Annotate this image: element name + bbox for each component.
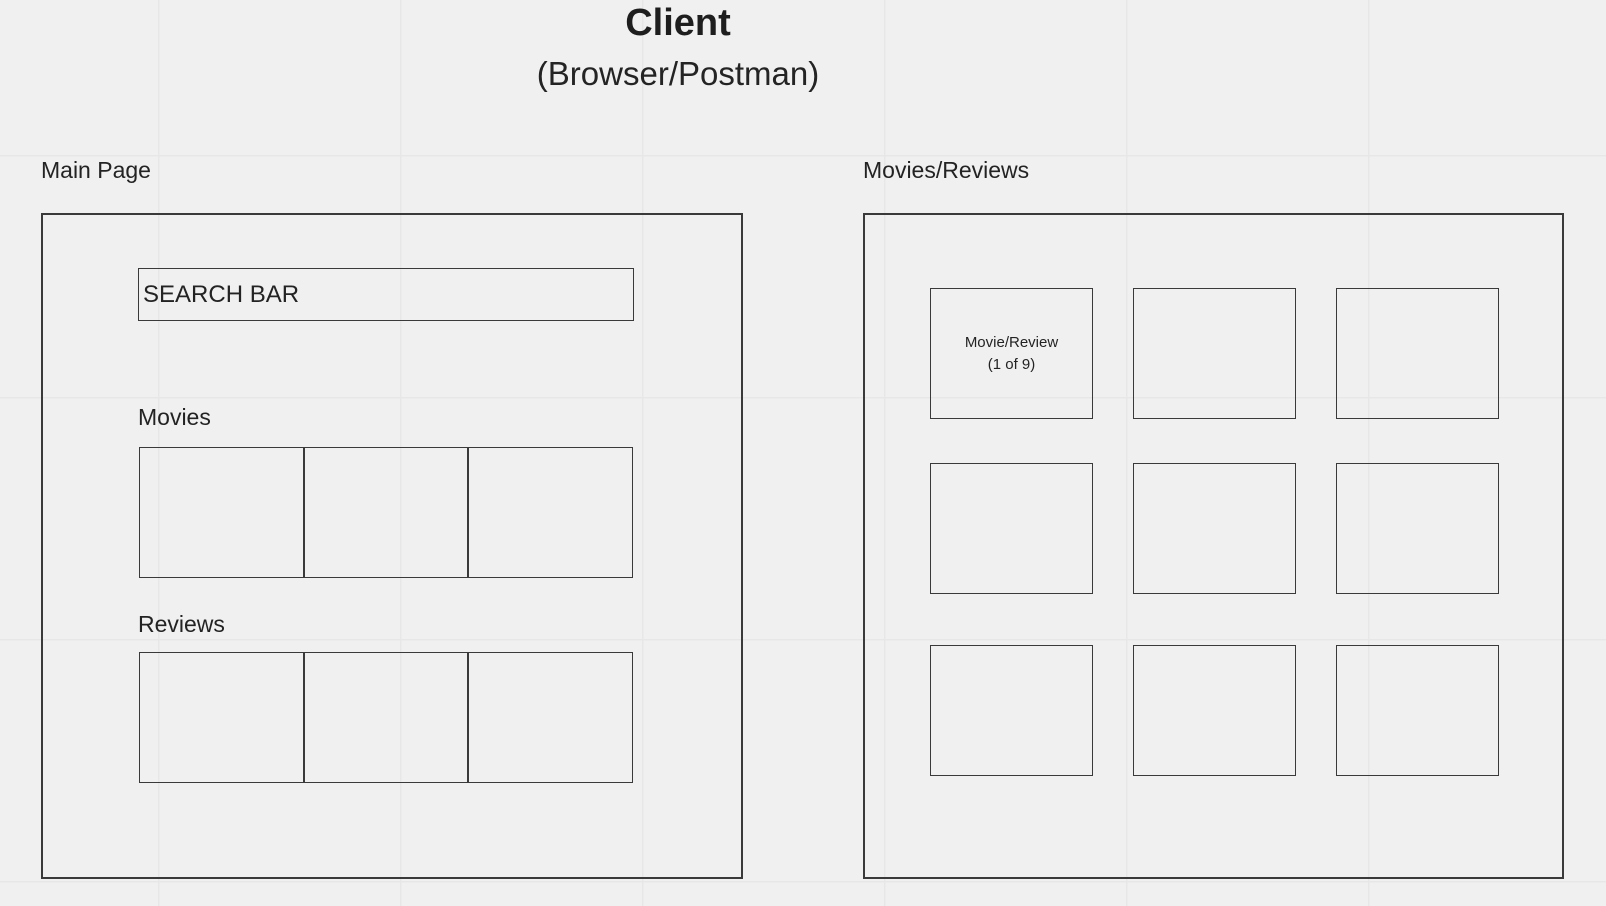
client-subtitle[interactable]: (Browser/Postman) <box>536 55 820 92</box>
movie-placeholder-box[interactable] <box>467 448 632 577</box>
reviews-label[interactable]: Reviews <box>138 611 225 637</box>
movie-placeholder-box[interactable] <box>302 448 468 577</box>
review-placeholder-box[interactable] <box>302 653 468 782</box>
movie-review-cell-5[interactable] <box>1133 463 1296 594</box>
reviews-row <box>139 652 633 783</box>
movie-review-cell-9[interactable] <box>1336 645 1499 776</box>
movie-review-cell-8[interactable] <box>1133 645 1296 776</box>
movie-review-cell-3[interactable] <box>1336 288 1499 419</box>
movie-review-cell-label-line2: (1 of 9) <box>987 355 1036 373</box>
movie-placeholder-box[interactable] <box>140 448 303 577</box>
main-page-panel[interactable] <box>41 213 743 879</box>
movie-review-cell-7[interactable] <box>930 645 1093 776</box>
movie-review-cell-1[interactable]: Movie/Review (1 of 9) <box>930 288 1093 419</box>
search-bar-box[interactable]: SEARCH BAR <box>138 268 634 321</box>
review-placeholder-box[interactable] <box>467 653 632 782</box>
movie-review-cell-4[interactable] <box>930 463 1093 594</box>
movies-label[interactable]: Movies <box>138 404 211 430</box>
movies-row <box>139 447 633 578</box>
movie-review-cell-6[interactable] <box>1336 463 1499 594</box>
movies-reviews-panel[interactable] <box>863 213 1564 879</box>
movies-reviews-label[interactable]: Movies/Reviews <box>863 157 1030 183</box>
client-title[interactable]: Client <box>625 2 731 44</box>
movie-review-cell-label-line1: Movie/Review <box>964 333 1059 351</box>
main-page-label[interactable]: Main Page <box>41 157 151 183</box>
movie-review-cell-2[interactable] <box>1133 288 1296 419</box>
review-placeholder-box[interactable] <box>140 653 303 782</box>
search-bar-label: SEARCH BAR <box>143 280 300 308</box>
